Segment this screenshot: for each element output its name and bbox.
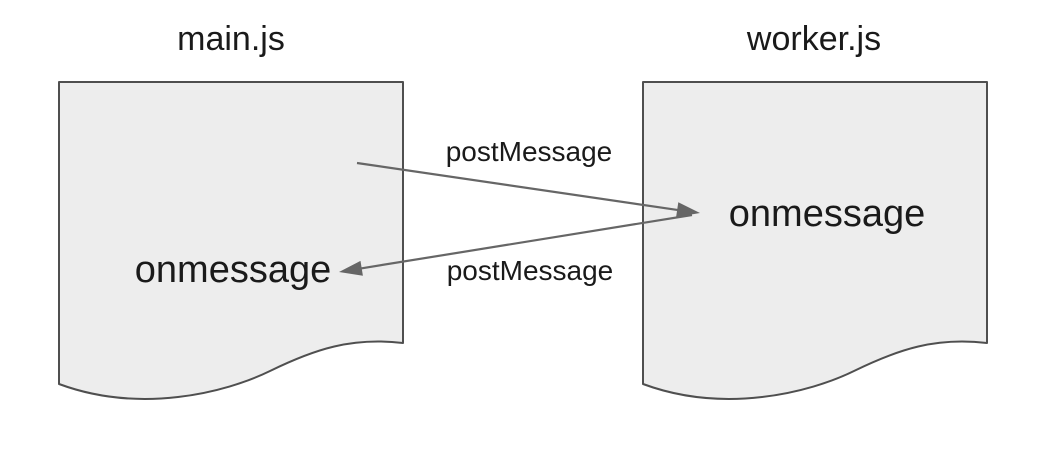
edge-label-postmessage-worker-to-main: postMessage — [447, 255, 614, 286]
arrowhead-into-worker-icon — [676, 202, 700, 218]
node-title-main-js: main.js — [177, 20, 285, 58]
arrow-line-worker-to-main — [360, 213, 693, 270]
node-title-worker-js: worker.js — [746, 20, 881, 58]
arrow-line-main-to-worker — [356, 161, 680, 212]
node-worker-js: worker.js onmessage — [642, 20, 988, 400]
edge-label-postmessage-main-to-worker: postMessage — [446, 136, 613, 167]
document-shape-worker-js — [642, 81, 988, 400]
edge-worker-to-main: postMessage — [339, 213, 693, 286]
handler-label-main-onmessage: onmessage — [135, 249, 331, 291]
document-shape-main-js — [58, 81, 404, 400]
node-main-js: main.js onmessage — [58, 20, 404, 400]
arrowhead-into-main-icon — [339, 260, 363, 276]
handler-label-worker-onmessage: onmessage — [729, 193, 925, 235]
edge-main-to-worker: postMessage — [356, 136, 700, 218]
